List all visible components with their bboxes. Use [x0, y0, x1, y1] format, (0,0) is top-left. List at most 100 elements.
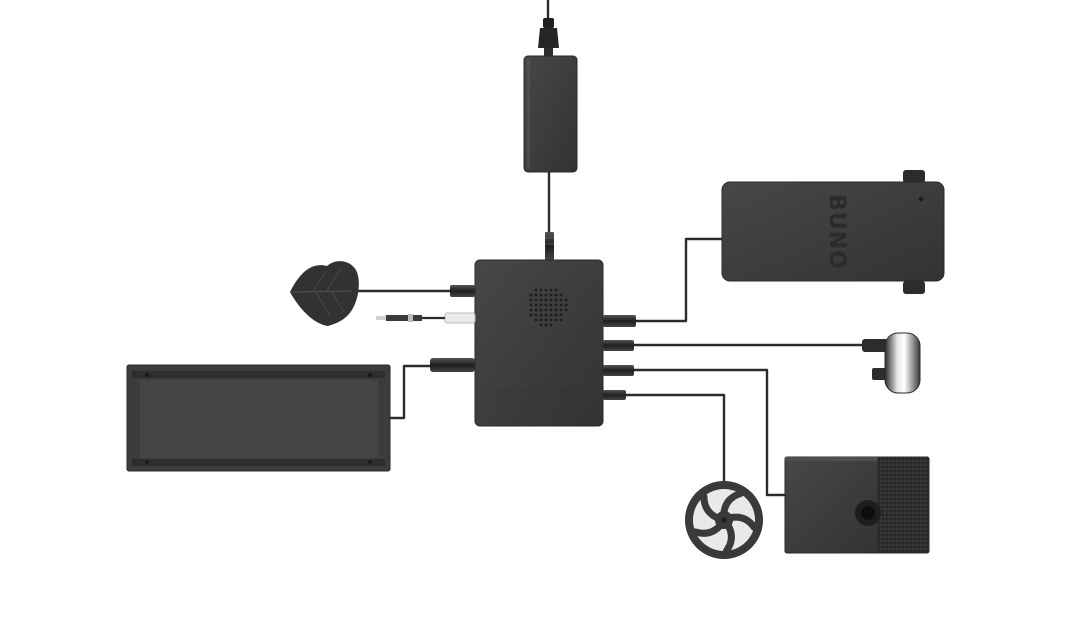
filter-pump-outlet-inner	[861, 506, 875, 520]
grille-hole	[539, 298, 543, 302]
grille-hole	[554, 303, 558, 307]
grille-hole	[539, 288, 543, 292]
grille-hole	[554, 293, 558, 297]
leaf-vein-main	[291, 290, 353, 293]
filter-pump[interactable]	[784, 456, 930, 554]
hub-port-leaf	[450, 285, 475, 297]
fan-spoke	[720, 490, 744, 516]
air-pump-logo-text: BUNO	[824, 194, 849, 270]
round-connector[interactable]	[862, 332, 921, 394]
grille-hole	[534, 288, 538, 292]
grille-hole	[564, 308, 568, 312]
cable-air-pump	[636, 237, 724, 323]
grille-hole	[549, 308, 553, 312]
grille-hole	[544, 293, 548, 297]
hub-port-air-pump	[603, 315, 636, 327]
grille-hole	[554, 318, 558, 322]
filter-pump-top-edge	[785, 457, 881, 461]
grille-hole	[544, 313, 548, 317]
grille-hole	[529, 308, 533, 312]
grille-hole	[559, 298, 563, 302]
grille-hole	[539, 308, 543, 312]
probe-band	[408, 314, 413, 322]
power-adapter[interactable]	[523, 18, 578, 260]
probe-shaft	[386, 315, 422, 321]
grille-hole	[544, 318, 548, 322]
power-plug-head	[538, 28, 559, 48]
grille-hole	[559, 293, 563, 297]
cable-filter-pump	[634, 368, 787, 497]
grille-hole	[539, 318, 543, 322]
air-pump-outlet	[918, 196, 924, 202]
led-panel-bottom-rail	[132, 459, 385, 466]
led-panel-face	[140, 380, 378, 458]
grille-hole	[549, 323, 553, 327]
grille-hole	[539, 313, 543, 317]
control-hub-body	[474, 259, 604, 427]
led-panel-top-rail	[132, 371, 385, 378]
grille-hole	[549, 303, 553, 307]
grille-hole	[554, 308, 558, 312]
fan-wheel-spokes	[691, 490, 758, 555]
grille-hole	[544, 298, 548, 302]
fan-wheel[interactable]	[685, 481, 763, 559]
hub-port-fan	[603, 390, 626, 400]
grille-hole	[534, 293, 538, 297]
air-pump[interactable]: BUNO	[721, 170, 945, 294]
air-pump-body	[721, 181, 945, 282]
power-hub-plug	[545, 232, 554, 260]
leaf-sensor[interactable]	[290, 261, 359, 326]
cable-fan-wheel	[626, 393, 726, 488]
grille-hole	[544, 308, 548, 312]
grille-hole	[529, 298, 533, 302]
probe[interactable]	[376, 314, 445, 322]
probe-tip	[376, 316, 386, 320]
grille-hole	[534, 308, 538, 312]
grille-hole	[554, 313, 558, 317]
air-pump-foot-top	[903, 170, 925, 183]
fan-spoke	[728, 513, 758, 531]
power-adapter-body	[523, 55, 578, 173]
fan-spoke	[691, 523, 723, 537]
hub-port-probe	[444, 312, 476, 324]
grille-hole	[539, 303, 543, 307]
fan-spoke	[722, 523, 735, 555]
grille-hole	[549, 318, 553, 322]
grille-hole	[529, 313, 533, 317]
grille-hole	[549, 288, 553, 292]
grille-hole	[554, 288, 558, 292]
grille-hole	[534, 298, 538, 302]
grille-hole	[544, 288, 548, 292]
grille-hole	[559, 313, 563, 317]
power-strain-relief	[544, 48, 553, 56]
grille-hole	[549, 313, 553, 317]
grille-hole	[529, 293, 533, 297]
grille-hole	[544, 323, 548, 327]
hub-port-filter-pump	[603, 365, 634, 376]
leaf-vein-1	[311, 269, 345, 317]
leaf-sensor-icon	[290, 261, 359, 326]
led-light-panel[interactable]	[126, 364, 391, 472]
air-pump-logo: BUNO	[824, 194, 849, 270]
grille-hole	[564, 303, 568, 307]
grille-hole	[534, 313, 538, 317]
round-connector-body	[884, 332, 921, 394]
grille-hole	[534, 303, 538, 307]
panel-screw-bl	[145, 460, 149, 464]
hub-port-led	[430, 358, 475, 372]
grille-hole	[549, 298, 553, 302]
panel-screw-tr	[368, 373, 372, 377]
control-hub[interactable]	[430, 259, 636, 427]
fan-spoke	[700, 492, 720, 521]
speaker-grille-icon	[529, 288, 568, 327]
fan-wheel-hub-dot	[721, 517, 727, 523]
grille-hole	[539, 323, 543, 327]
air-pump-foot-bottom	[903, 281, 925, 294]
grille-hole	[544, 303, 548, 307]
grille-hole	[534, 318, 538, 322]
grille-hole	[539, 293, 543, 297]
cable-led-panel	[390, 364, 432, 420]
grille-hole	[529, 303, 533, 307]
